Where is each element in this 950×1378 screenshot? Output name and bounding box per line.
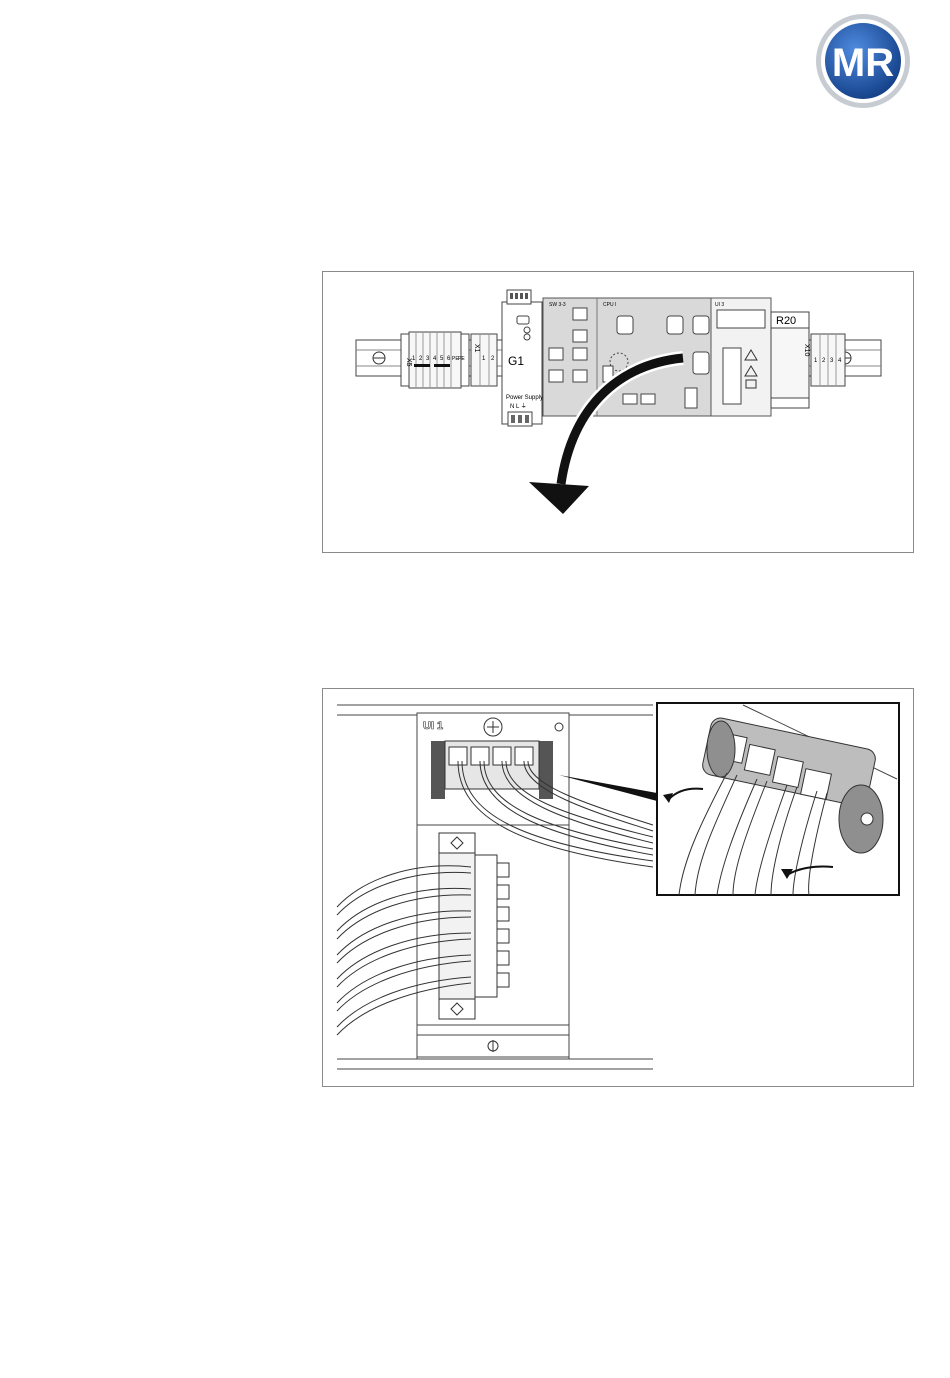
label-module-sw: SW 3-3 bbox=[549, 302, 566, 308]
label-x5: X5 bbox=[405, 358, 412, 367]
detail-inset bbox=[657, 703, 899, 895]
figure-module-removal: X5 1 2 3 4 5 6 PE PE X1 1 2 bbox=[322, 271, 914, 553]
figure-connector-detail: UI 1 bbox=[322, 688, 914, 1087]
logo-text: MR bbox=[832, 41, 894, 85]
resistor-r20: R20 bbox=[771, 312, 809, 408]
svg-text:PE: PE bbox=[458, 356, 465, 362]
label-power-supply: Power Supply bbox=[506, 395, 543, 401]
module-ui3: UI 3 bbox=[711, 298, 771, 416]
mr-logo: MR bbox=[814, 12, 912, 110]
label-r20: R20 bbox=[776, 315, 796, 327]
label-power-terminals: N L ⏚ bbox=[510, 403, 527, 410]
label-x10: X10 bbox=[803, 344, 810, 357]
label-g1: G1 bbox=[508, 354, 524, 368]
label-module-ui: UI 3 bbox=[715, 302, 724, 308]
label-ui1: UI 1 bbox=[423, 720, 443, 732]
power-supply-g1: G1 Power Supply N L ⏚ bbox=[502, 290, 543, 426]
label-module-cpu: CPU I bbox=[603, 302, 616, 308]
terminal-block-x1: X1 1 2 bbox=[471, 334, 497, 386]
module-stack: SW 3-3 CPU I bbox=[543, 298, 711, 416]
terminal-block-x5: X5 1 2 3 4 5 6 PE PE bbox=[401, 332, 469, 388]
label-x1: X1 bbox=[473, 344, 480, 353]
